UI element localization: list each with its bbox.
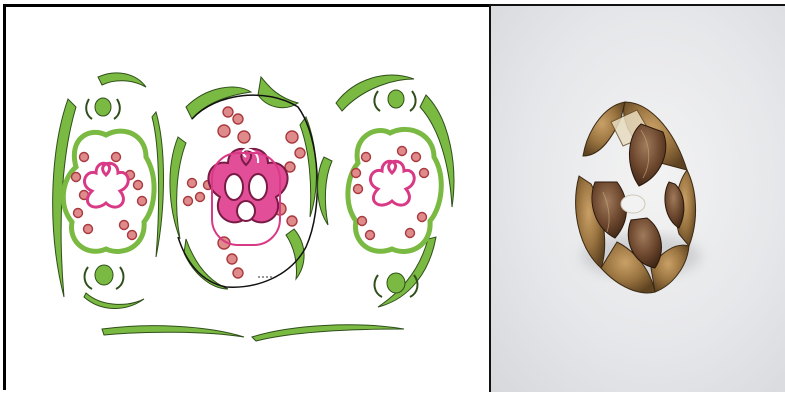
left-floral-unit [53, 73, 164, 309]
capsule-photo [491, 6, 785, 392]
floral-diagram [6, 7, 492, 393]
diagram-panel [3, 4, 489, 390]
right-floral-unit [318, 75, 454, 307]
bottom-bract-left [102, 326, 244, 337]
bottom-bract-right [252, 325, 404, 341]
center-floral-unit [170, 77, 317, 289]
capsule-center-gap [621, 195, 645, 213]
capsule-photo-panel [489, 4, 785, 392]
